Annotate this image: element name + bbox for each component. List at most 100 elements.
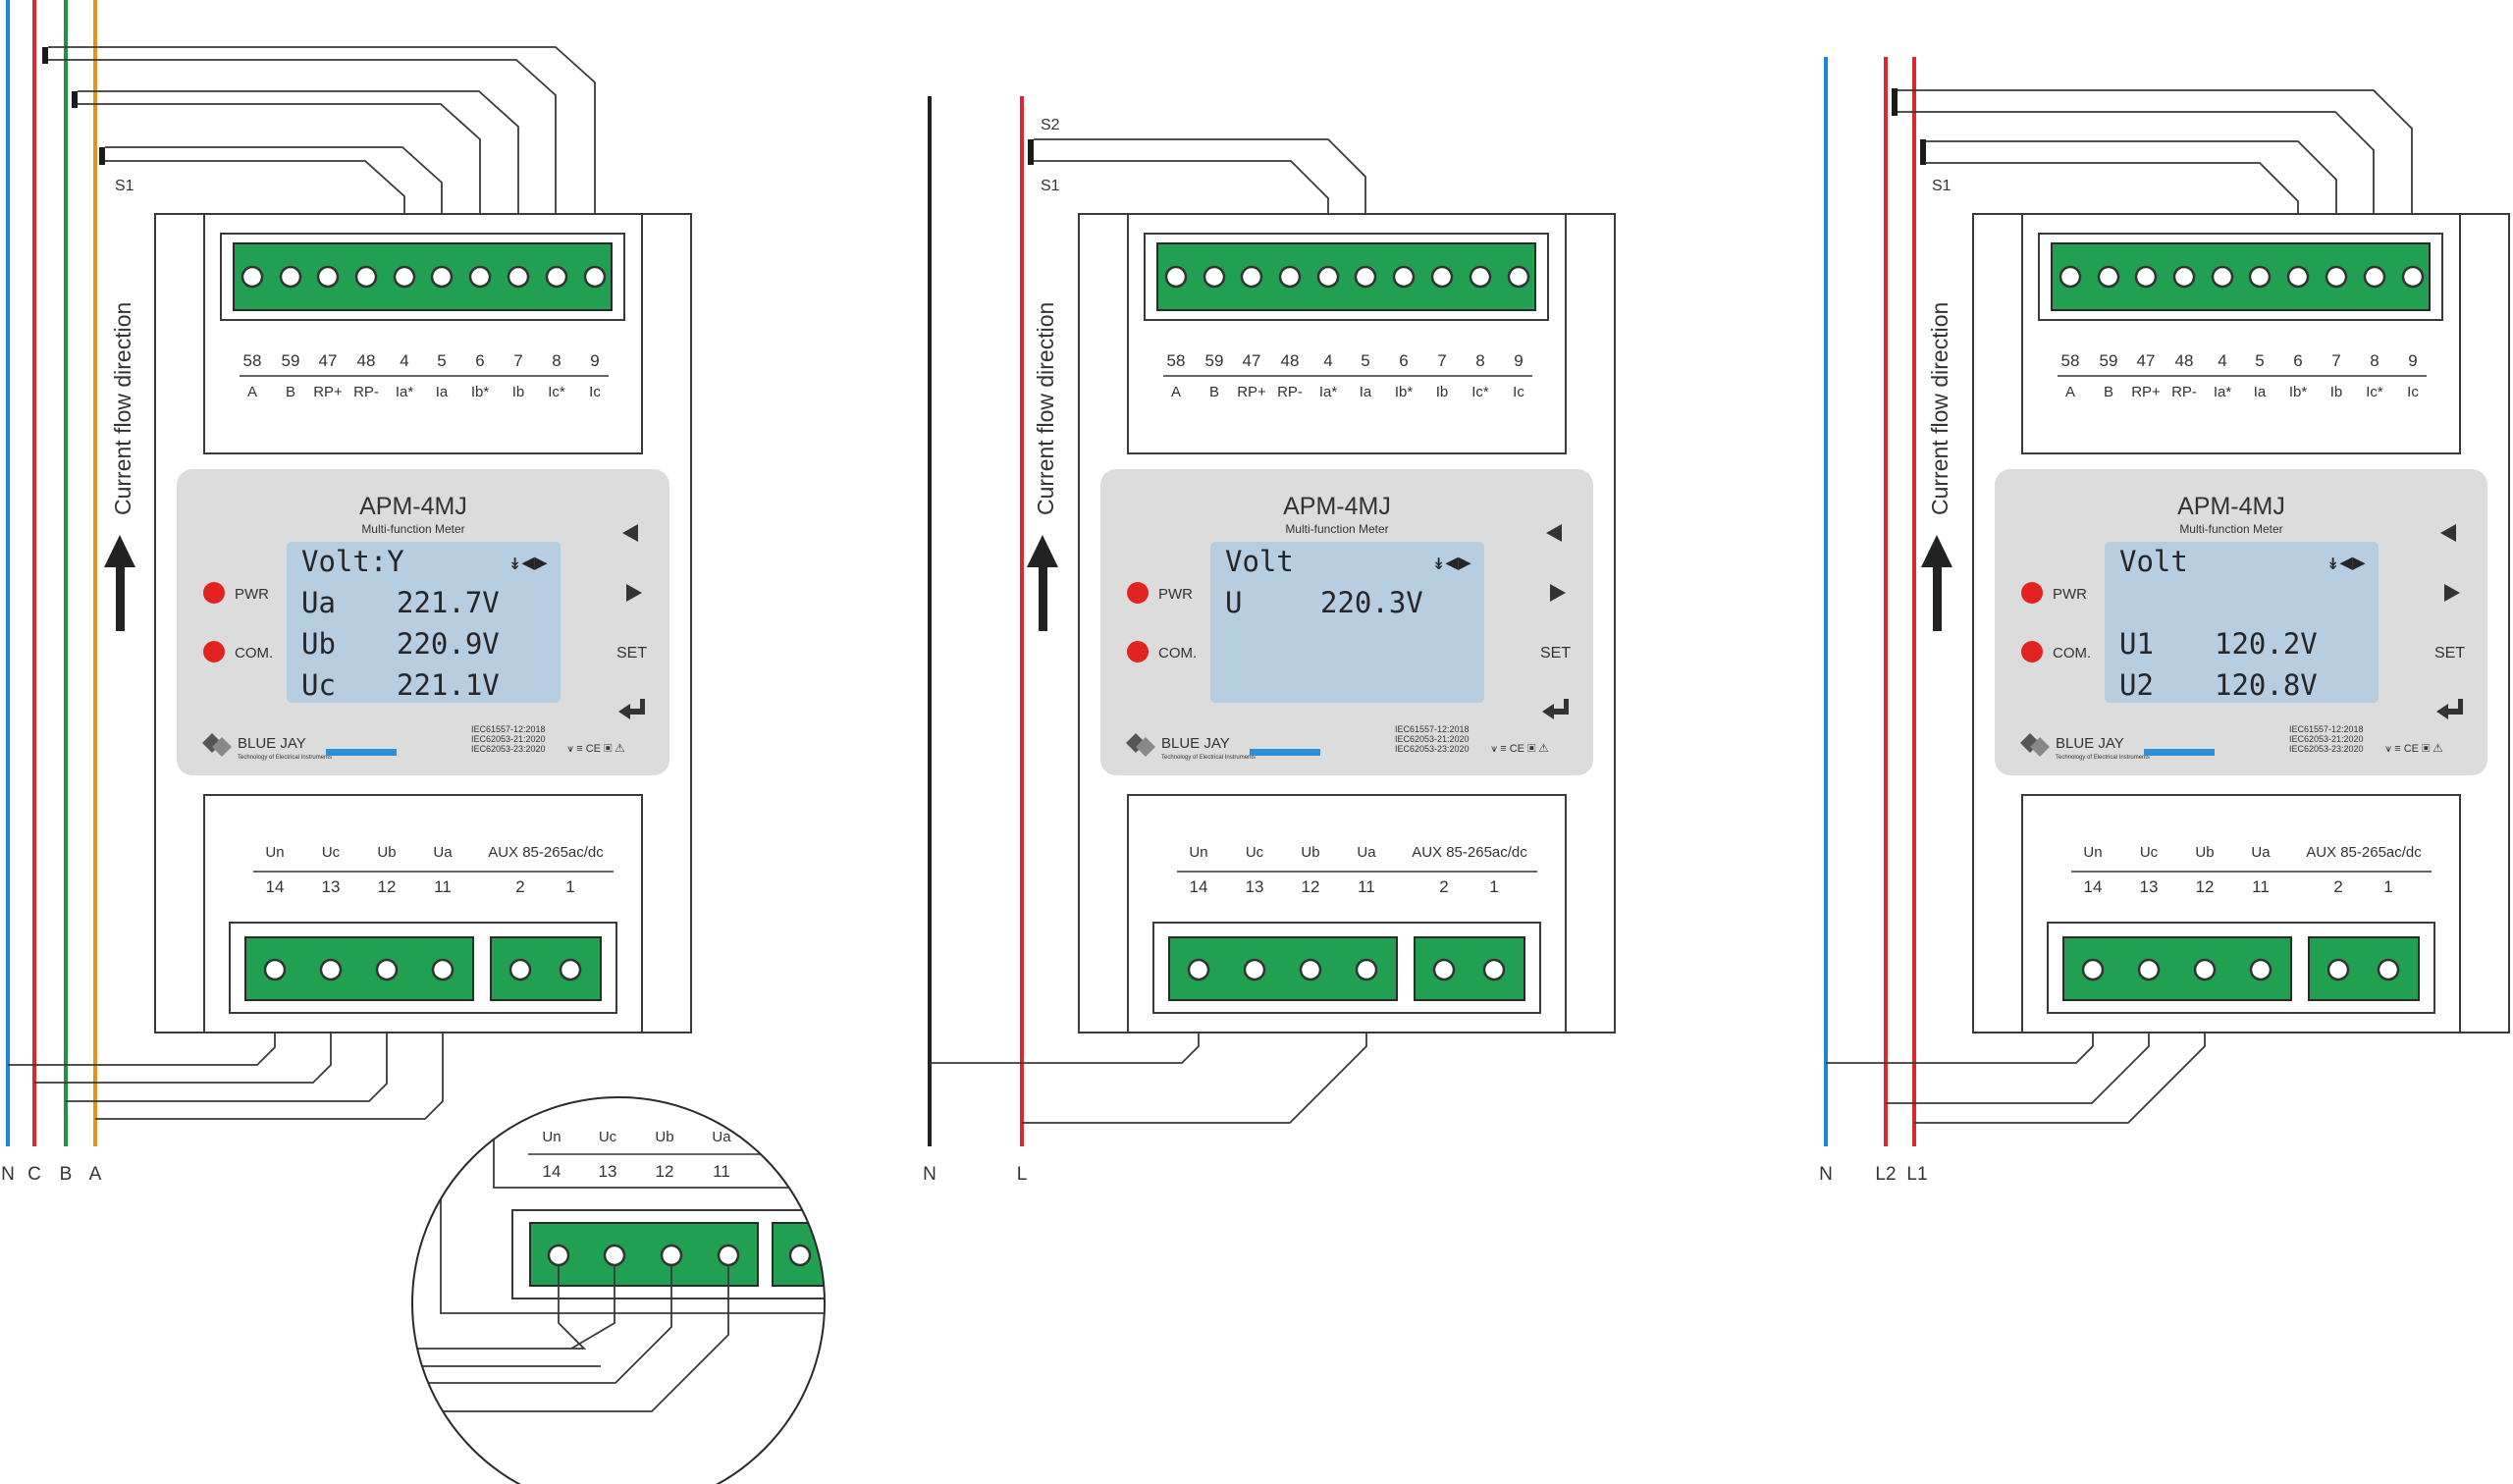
top-terminal-name: Ic* [548,384,565,400]
certification-marks-icon: ⩛ ≡ CE ▣ ⚠ [1491,743,1548,755]
top-terminal-name: Ic [1513,384,1524,400]
top-terminal-number: 7 [1437,351,1446,370]
com-led [203,641,225,662]
standard-text: IEC62053-23:2020 [2289,744,2364,754]
volt-terminal-number: 13 [2140,877,2159,896]
aux-terminal-strip [490,936,602,1001]
wire-label: L1 [1906,1164,1927,1185]
top-terminal-number: 9 [590,351,599,370]
lcd-row-name: Ua [301,586,336,619]
zoom-circle-outline [411,1096,826,1484]
top-screw-5 [430,265,454,289]
com-led [1127,641,1149,662]
top-terminal-number: 47 [2137,351,2156,370]
lcd-screen [2105,542,2379,703]
pwr-label: PWR [1158,586,1193,603]
lcd-nav-arrows-icon: ↡◀▶ [2326,551,2366,575]
voltage-screw-11 [1355,958,1378,981]
top-terminal-name: Ic [2407,384,2419,400]
brand-name: BLUE JAY [238,735,306,752]
top-terminal-name: Ib* [471,384,490,400]
voltage-lead [95,980,444,1120]
aux-terminal-number: 1 [2383,877,2392,896]
standard-text: IEC62053-23:2020 [1395,744,1470,754]
top-screw-8 [1469,265,1492,289]
top-terminal-name: RP- [353,384,379,400]
voltage-screw-12 [2193,958,2217,981]
brand-logo-mark-icon [212,737,232,757]
aux-terminal-strip [1414,936,1525,1001]
brand-name: BLUE JAY [1161,735,1230,752]
standard-text: IEC61557-12:2018 [2289,724,2364,734]
lcd-nav-arrows-icon: ↡◀▶ [508,551,548,575]
ct-label: S1 [115,178,134,194]
top-screw-4 [1316,265,1340,289]
top-screw-58 [241,265,264,289]
top-screw-5 [1354,265,1377,289]
top-terminal-name: Ic [589,384,601,400]
model-name: APM-4MJ [1283,493,1391,520]
enter-button-icon [618,699,645,719]
volt-terminal-number: 11 [2252,877,2270,896]
ct-lead [48,59,557,267]
enter-button-icon [1542,699,1569,719]
top-screw-8 [545,265,568,289]
zoom-lead [570,1265,615,1350]
aux-screw-2 [1432,958,1456,981]
top-screw-59 [279,265,302,289]
voltage-screw-13 [1243,958,1266,981]
model-subtitle: Multi-function Meter [361,522,464,536]
brand-tagline: Technology of Electrical Instruments [1161,755,1256,761]
flow-arrow-shaft-icon [1933,564,1942,631]
standard-text: IEC62053-23:2020 [471,744,546,754]
aux-terminal-strip [2308,936,2420,1001]
flow-direction-label: Current flow direction [110,302,135,515]
top-terminal-name: Ib [512,384,525,400]
brand-accent-bar [326,749,397,756]
volt-terminal-number: 13 [322,877,341,896]
top-screw-6 [468,265,492,289]
standard-text: IEC61557-12:2018 [1395,724,1470,734]
zoom-volt-number: 14 [543,1162,561,1181]
flow-arrow-head-icon [104,535,135,567]
volt-terminal-number: 14 [266,877,285,896]
volt-terminal-name: Ua [433,844,453,861]
right-button-icon [1550,584,1566,602]
aux-terminal-number: 1 [1489,877,1498,896]
top-screw-59 [1203,265,1226,289]
top-screw-4 [393,265,416,289]
top-terminal-name: Ia [1360,384,1372,400]
certification-marks-icon: ⩛ ≡ CE ▣ ⚠ [2385,743,2442,755]
top-screw-4 [2211,265,2234,289]
top-screw-5 [2248,265,2272,289]
zoom-volt-name: Ua [712,1129,731,1145]
ct-bracket [99,147,105,165]
zoom-aux-screw [788,1244,812,1267]
aux-label: AUX 85-265ac/dc [2306,844,2422,861]
top-terminal-number: 9 [2408,351,2417,370]
volt-terminal-name: Ub [377,844,396,861]
left-button-icon [622,524,638,542]
aux-terminal-number: 1 [565,877,574,896]
voltage-screw-12 [1299,958,1322,981]
zoom-volt-number: 11 [713,1162,730,1181]
top-terminal-number: 6 [2293,351,2302,370]
left-button-icon [2440,524,2456,542]
lcd-nav-arrows-icon: ↡◀▶ [1432,551,1471,575]
model-subtitle: Multi-function Meter [1285,522,1388,536]
top-terminal-name: Ib [2330,384,2343,400]
top-terminal-name: Ib [1436,384,1449,400]
top-screw-58 [2059,265,2082,289]
top-terminal-number: 5 [1361,351,1369,370]
lcd-row-value: 221.7V [397,586,500,619]
top-terminal-number: 48 [357,351,376,370]
volt-terminal-name: Un [1189,844,1207,861]
top-terminal-number: 8 [1475,351,1484,370]
certification-marks-icon: ⩛ ≡ CE ▣ ⚠ [567,743,624,755]
voltage-screw-13 [2137,958,2161,981]
wire-label: N [1,1164,15,1185]
flow-arrow-shaft-icon [116,564,125,631]
top-screw-6 [2286,265,2310,289]
top-terminal-number: 58 [1167,351,1186,370]
